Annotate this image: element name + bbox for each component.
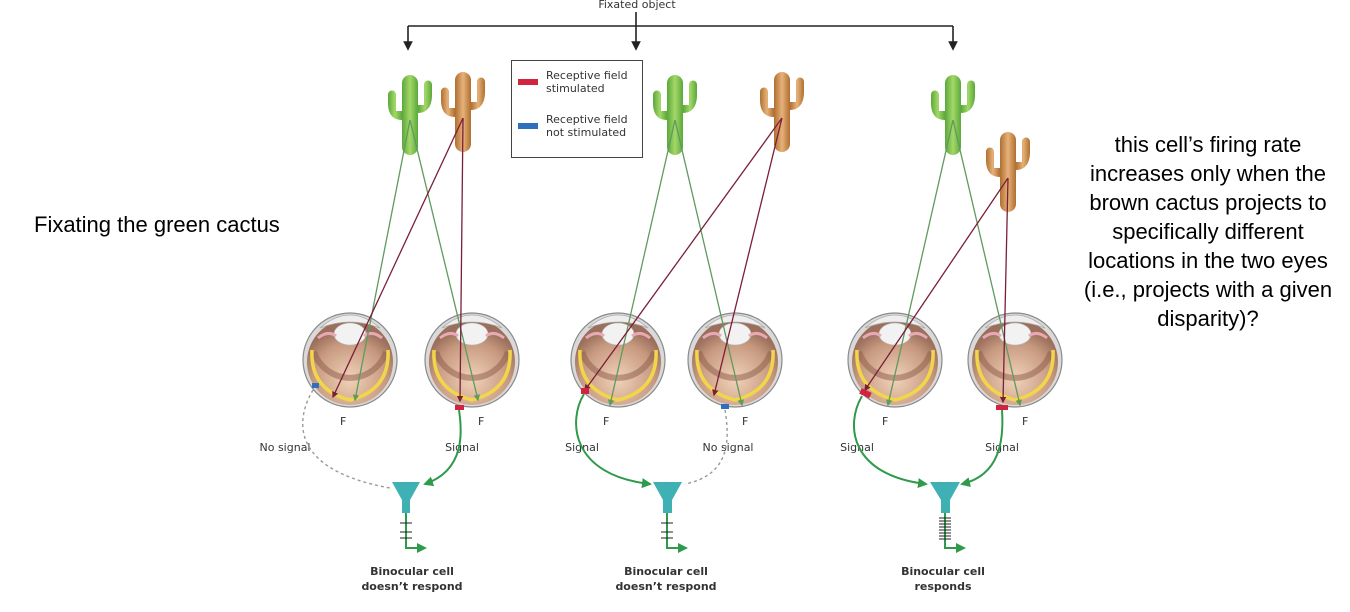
receptive-field-stimulated [455,405,464,410]
green-ray [409,119,480,402]
cell-caption-line2: doesn’t respond [361,580,462,593]
fovea-label: F [1022,415,1028,428]
binocular-cell-icon [653,482,682,513]
spike-marks [661,522,673,539]
axon [405,513,427,553]
legend: Receptive field stimulated Receptive fie… [511,60,643,158]
axon [666,513,688,553]
left-eye-signal-label: Signal [840,441,874,454]
fovea-label: F [478,415,484,428]
panel-1: F F No signal Signal Binocular cell does… [260,72,520,593]
green-cactus-icon [388,75,432,155]
receptive-field-not-stimulated [721,404,729,409]
fovea-label: F [340,415,346,428]
binocular-cell-icon [930,482,960,513]
red-ray [712,117,783,397]
green-cactus-icon [931,75,975,155]
spike-marks [400,522,412,539]
green-ray [885,119,954,407]
legend-swatch-blue [518,123,538,129]
signal-path [960,409,1004,488]
legend-swatch-red [518,79,538,85]
panel-3: F F Signal Signal Binocular cell respond… [840,75,1062,593]
green-ray [952,119,1022,407]
fovea-label: F [882,415,888,428]
receptive-field-stimulated [581,388,589,394]
no-signal-path [302,389,391,489]
red-ray [332,117,464,399]
left-eye-signal-label: No signal [260,441,311,454]
signal-path [423,409,462,487]
cell-caption-line2: responds [914,580,972,593]
spike-marks [939,517,951,540]
red-ray [584,117,783,392]
receptive-field-stimulated [859,388,872,399]
panel-2: F F Signal No signal Binocular cell does… [565,72,804,593]
red-ray [999,177,1009,404]
receptive-field-not-stimulated [312,383,319,388]
green-cactus-icon [653,75,697,155]
cell-caption-line1: Binocular cell [370,565,454,578]
right-eye-signal-label: Signal [445,441,479,454]
fovea-label: F [742,415,748,428]
green-ray [674,119,744,407]
binocular-cell-icon [392,482,420,513]
right-eye-signal-label: No signal [703,441,754,454]
cell-caption-line1: Binocular cell [624,565,708,578]
legend-item-not-stimulated: Receptive field not stimulated [518,113,636,139]
cell-caption-line2: doesn’t respond [615,580,716,593]
legend-item-stimulated: Receptive field stimulated [518,69,636,95]
fovea-label: F [603,415,609,428]
green-ray [352,119,411,402]
left-caption: Fixating the green cactus [34,212,280,237]
legend-label-stimulated: Receptive field stimulated [546,69,628,95]
red-ray [456,117,464,403]
right-eye-icon [688,313,782,407]
red-ray [864,177,1009,392]
receptive-field-stimulated [996,405,1008,410]
signal-path [852,395,928,489]
green-ray [607,119,676,407]
axon [944,513,966,553]
right-eye-icon [425,313,519,407]
fixated-object-label: Fixated object [598,0,676,11]
signal-path [575,393,652,489]
right-caption: this cell’s firing rate increases only w… [1083,132,1333,331]
right-eye-icon [968,313,1062,407]
right-eye-signal-label: Signal [985,441,1019,454]
legend-label-not-stimulated: Receptive field not stimulated [546,113,628,139]
cell-caption-line1: Binocular cell [901,565,985,578]
